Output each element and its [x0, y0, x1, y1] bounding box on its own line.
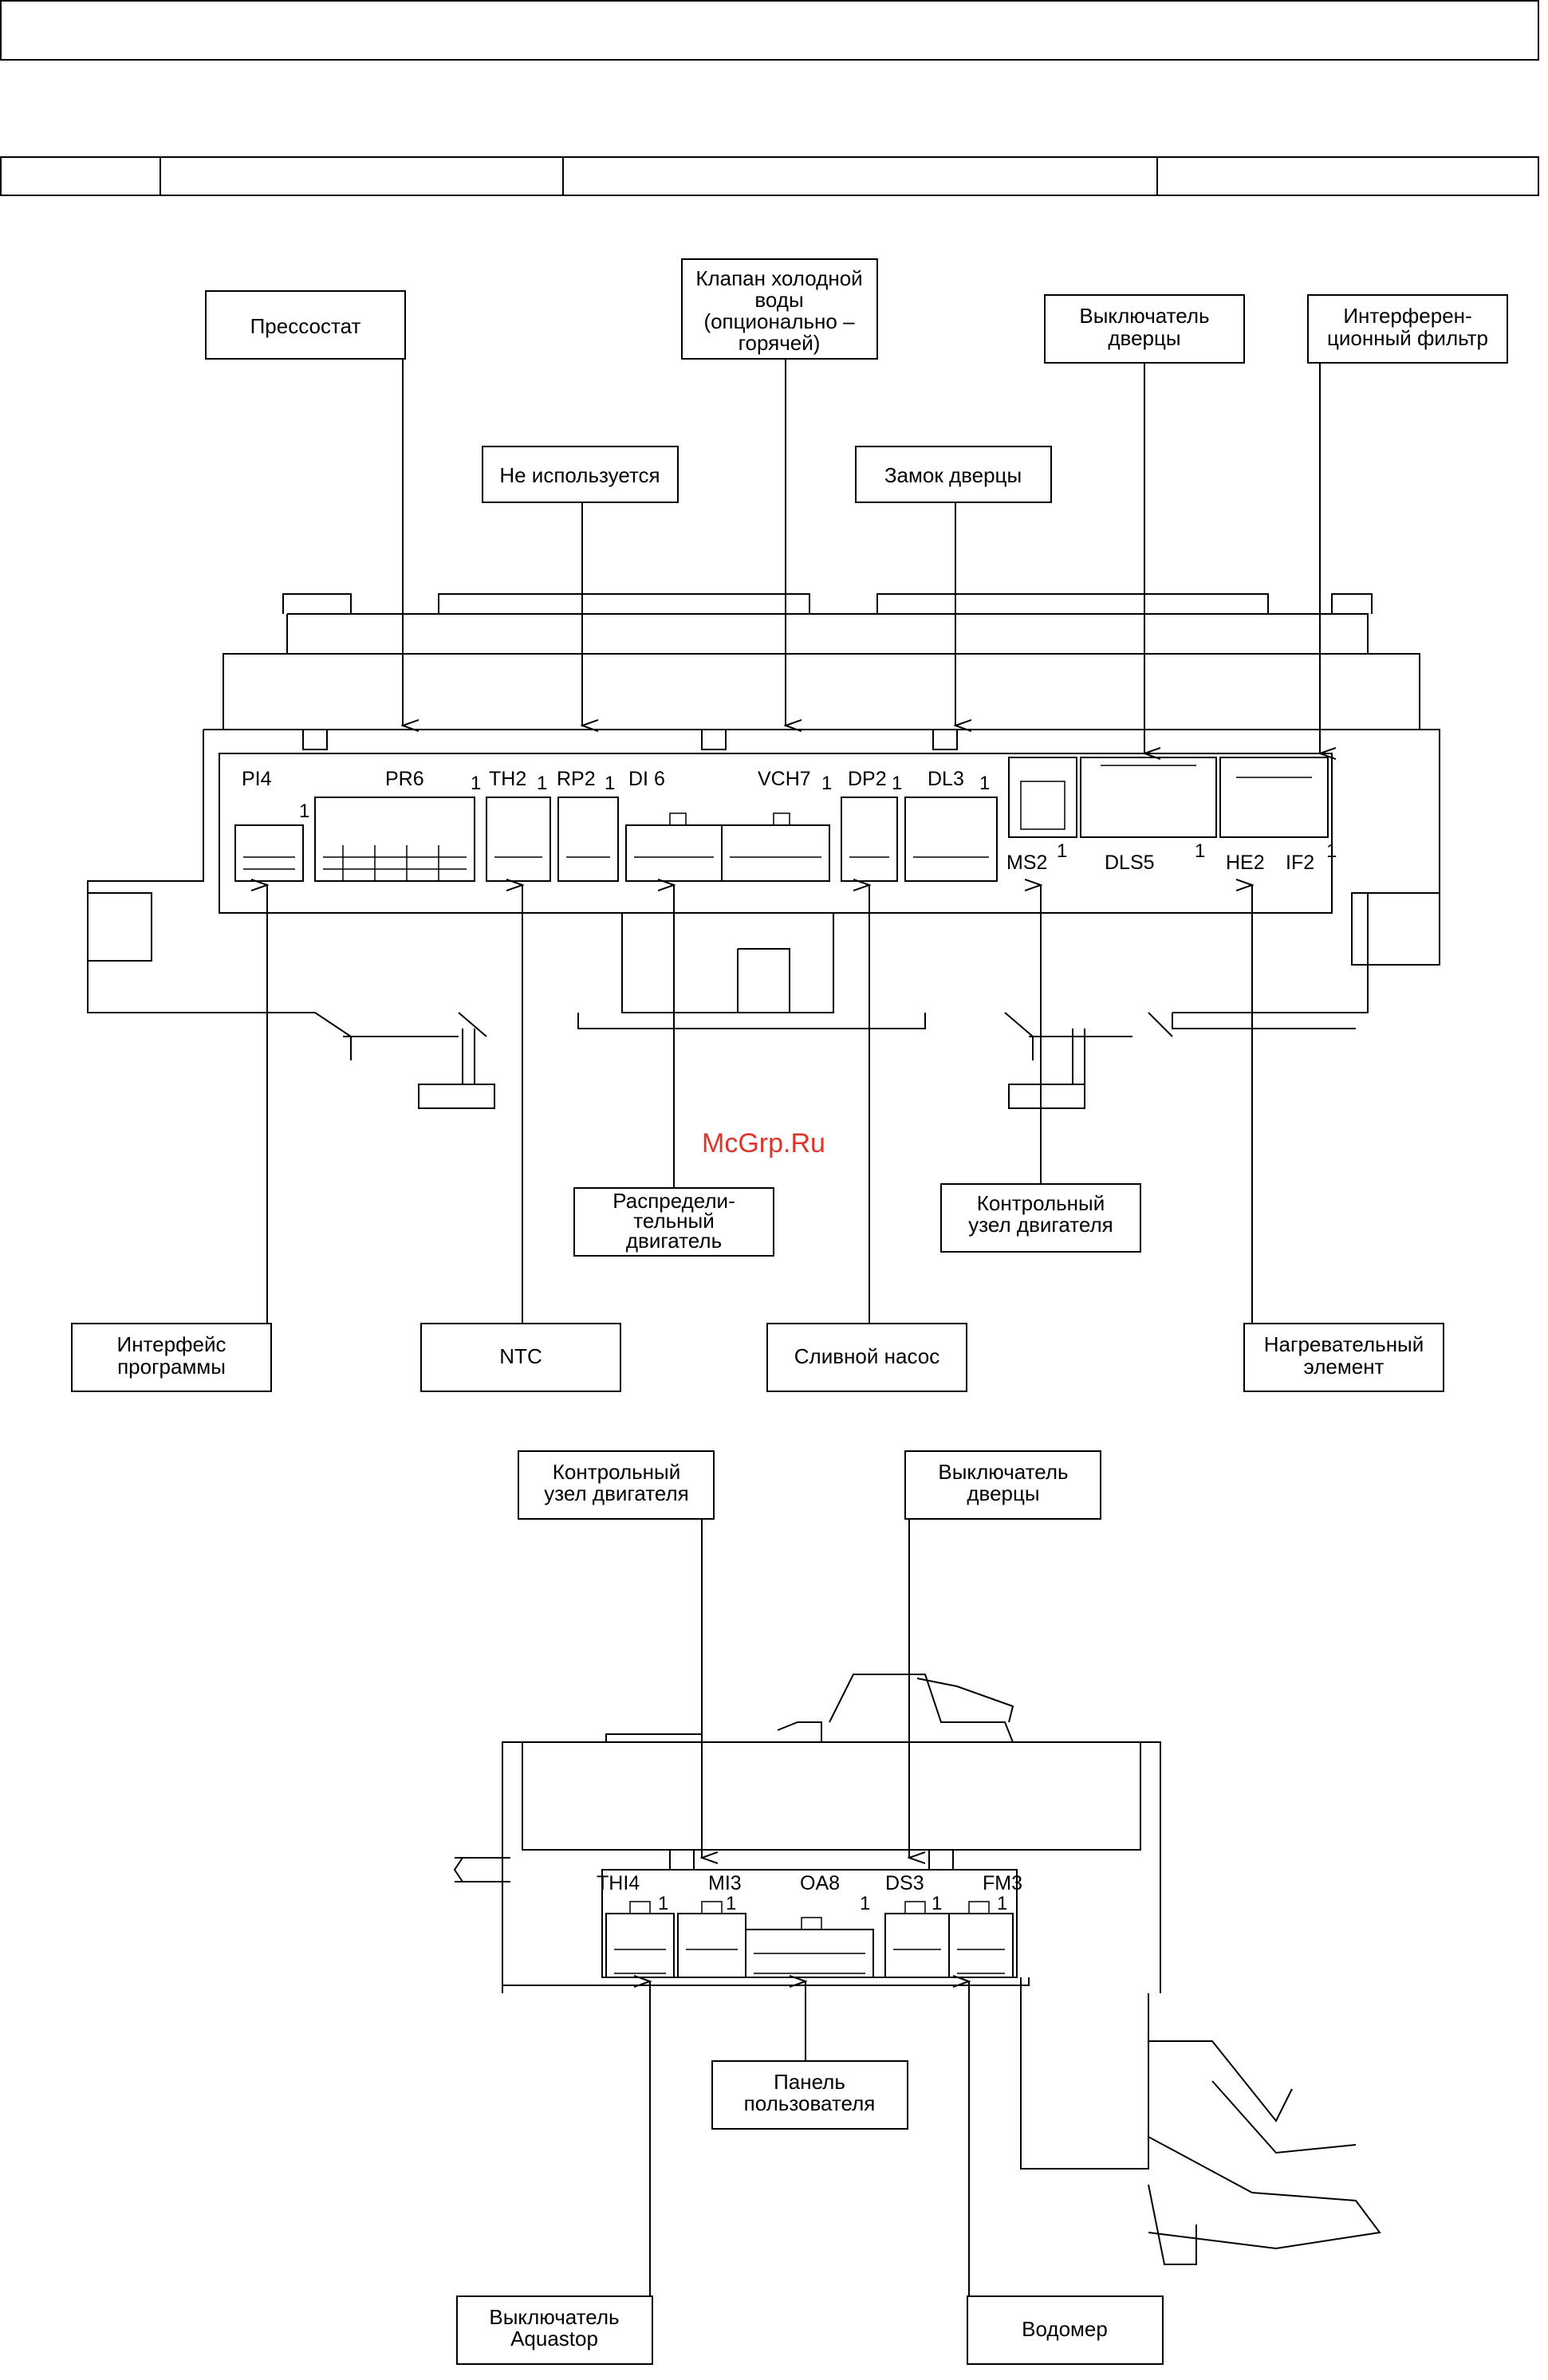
connector-label-di6: DI 6 — [628, 768, 665, 790]
callouts-top-lower — [71, 1183, 1444, 1392]
connector-housings-bottom — [605, 1913, 1014, 1978]
cold-valve-label-2: воды — [754, 288, 803, 312]
pin-one-label: 1 — [821, 773, 832, 794]
distributor-label-1: Распредели- — [613, 1189, 735, 1213]
distributor-label-3: двигатель — [626, 1229, 722, 1253]
connector-label-vch7: VCH7 — [758, 768, 811, 790]
pin-one-label: 1 — [1326, 840, 1337, 862]
pin-one-label: 1 — [299, 801, 309, 822]
pin-one-label: 1 — [726, 1893, 736, 1914]
connector-label-rp2: RP2 — [557, 768, 596, 790]
header-table — [0, 156, 1539, 196]
connector-label-thi4: THI4 — [597, 1872, 640, 1894]
motor-control-label-2: узел двигателя — [968, 1213, 1113, 1237]
motor-control-label-1: Контрольный — [553, 1460, 681, 1484]
water-meter-label: Водомер — [1022, 2317, 1108, 2341]
door-switch-label-2: дверцы — [1108, 326, 1180, 350]
connector-housings-top — [234, 757, 1329, 882]
connector-label-if2: IF2 — [1286, 852, 1314, 874]
header-box — [0, 0, 1539, 61]
motor-control-label-1: Контрольный — [977, 1191, 1105, 1215]
not-used-label: Не используется — [499, 463, 660, 487]
pin-one-label: 1 — [605, 773, 615, 794]
header-cell — [161, 158, 564, 195]
connector-label-dls5: DLS5 — [1105, 852, 1155, 874]
connector-pins-bottom — [614, 1901, 1005, 1974]
cold-valve-label-1: Клапан холодной — [695, 266, 862, 290]
connector-label-he2: HE2 — [1226, 852, 1265, 874]
filter-label-1: Интерферен- — [1343, 304, 1471, 328]
header-cell — [564, 158, 1158, 195]
connector-pins-top — [243, 765, 1312, 881]
connector-label-dl3: DL3 — [928, 768, 964, 790]
program-interface-label-1: Интерфейс — [117, 1332, 226, 1356]
program-interface-label-2: программы — [117, 1355, 226, 1379]
door-switch-label-2: дверцы — [967, 1481, 1039, 1505]
door-switch-label-1: Выключатель — [938, 1460, 1068, 1484]
user-panel-label-2: пользователя — [744, 2091, 876, 2115]
pin-one-label: 1 — [1057, 840, 1067, 862]
connector-label-mi3: MI3 — [708, 1872, 742, 1894]
connector-label-pr6: PR6 — [385, 768, 424, 790]
pin-one-label: 1 — [892, 773, 902, 794]
aquastop-label-1: Выключатель — [489, 2305, 619, 2329]
heater-label-1: Нагревательный — [1264, 1332, 1424, 1356]
callout-arrows-top-upper — [403, 359, 1320, 753]
callouts-bottom — [456, 1450, 1164, 2365]
user-panel-label-1: Панель — [774, 2070, 845, 2094]
filter-label-2: ционный фильтр — [1327, 326, 1488, 350]
motor-control-label-2: узел двигателя — [544, 1481, 688, 1505]
cold-valve-label-4: горячей) — [739, 331, 821, 355]
pin-one-label: 1 — [1195, 840, 1205, 862]
connector-labels-bottom: THI4 1 MI3 1 OA8 1 DS3 1 FM3 1 — [597, 1872, 1022, 1914]
connector-label-oa8: OA8 — [800, 1872, 840, 1894]
callout-texts-top-lower: Интерфейс программы NTC Распредели- тель… — [117, 1189, 1424, 1379]
callout-texts-bottom: Контрольный узел двигателя Выключатель д… — [489, 1460, 1107, 2350]
connector-label-th2: TH2 — [489, 768, 526, 790]
pin-one-label: 1 — [658, 1893, 668, 1914]
control-board-top — [87, 593, 1440, 1109]
connector-label-pi4: PI4 — [242, 768, 272, 790]
heater-label-2: элемент — [1304, 1355, 1385, 1379]
connector-label-ms2: MS2 — [1006, 852, 1047, 874]
aquastop-label-2: Aquastop — [510, 2327, 598, 2350]
drain-pump-label: Сливной насос — [794, 1344, 939, 1368]
callouts-top-upper — [205, 258, 1508, 503]
connector-label-dp2: DP2 — [848, 768, 887, 790]
door-switch-label-1: Выключатель — [1079, 304, 1209, 328]
callout-arrows-top-lower — [267, 885, 1252, 1324]
pin-one-label: 1 — [979, 773, 990, 794]
pin-one-label: 1 — [471, 773, 481, 794]
ntc-label: NTC — [499, 1344, 542, 1368]
callout-arrows-bottom — [650, 1519, 969, 2296]
callout-texts-top-upper: Прессостат Не используется Клапан холодн… — [250, 266, 1488, 487]
pin-one-label: 1 — [997, 1893, 1007, 1914]
connector-label-ds3: DS3 — [885, 1872, 924, 1894]
control-board-bottom — [453, 1674, 1381, 2265]
cold-valve-label-3: (опционально – — [703, 309, 855, 333]
pin-one-label: 1 — [860, 1893, 870, 1914]
header-cell — [2, 158, 161, 195]
distributor-label-2: тельный — [633, 1209, 715, 1233]
pressostat-label: Прессостат — [250, 314, 361, 338]
door-lock-label: Замок дверцы — [884, 463, 1022, 487]
watermark: McGrp.Ru — [702, 1128, 825, 1159]
connector-labels-top: PI4 1 PR6 1 TH2 1 RP2 1 DI 6 VCH7 1 DP2 … — [242, 768, 1337, 874]
pin-one-label: 1 — [537, 773, 547, 794]
pin-one-label: 1 — [932, 1893, 942, 1914]
connector-label-fm3: FM3 — [983, 1872, 1022, 1894]
